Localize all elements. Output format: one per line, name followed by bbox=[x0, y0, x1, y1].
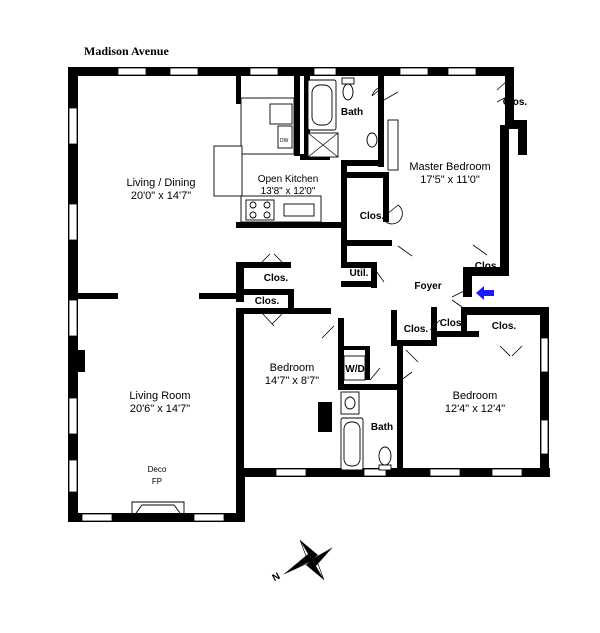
living-dining-dims: 20'0" x 14'7" bbox=[131, 190, 191, 202]
bedroom-3-dims: 12'4" x 12'4" bbox=[445, 403, 505, 415]
entry-arrow-icon bbox=[476, 286, 494, 300]
master-bedroom-dims: 17'5" x 11'0" bbox=[420, 174, 480, 186]
closet-label: Clos. bbox=[264, 273, 289, 284]
closet-label: Clos. bbox=[475, 261, 500, 272]
interior-walls bbox=[78, 67, 479, 476]
foyer-label: Foyer bbox=[414, 281, 441, 292]
living-room-name: Living Room bbox=[129, 390, 190, 402]
compass-rose-icon: N bbox=[271, 539, 333, 584]
closet-label: Clos. bbox=[503, 97, 528, 108]
windows bbox=[68, 67, 549, 522]
closet-label: Clos. bbox=[440, 318, 465, 329]
fireplace-label: Deco bbox=[148, 465, 167, 474]
bedroom-2-name: Bedroom bbox=[270, 362, 315, 374]
bedroom-2-dims: 14'7" x 8'7" bbox=[265, 375, 319, 387]
wd-label: W/D bbox=[345, 364, 364, 375]
living-dining-name: Living / Dining bbox=[126, 177, 195, 189]
column bbox=[78, 350, 85, 372]
street-label: Madison Avenue bbox=[84, 44, 169, 58]
doors bbox=[259, 79, 523, 382]
closet-label: Clos. bbox=[404, 324, 429, 335]
room-labels: Living / Dining 20'0" x 14'7" Open Kitch… bbox=[126, 97, 527, 486]
closet-label: Clos. bbox=[360, 211, 385, 222]
fireplace bbox=[131, 501, 185, 514]
living-room-dims: 20'6" x 14'7" bbox=[130, 403, 190, 415]
master-bedroom-name: Master Bedroom bbox=[409, 161, 490, 173]
svg-text:DW: DW bbox=[280, 138, 289, 144]
compass-north-label: N bbox=[271, 571, 283, 584]
fireplace-label: FP bbox=[152, 477, 162, 486]
closet-label: Clos. bbox=[255, 296, 280, 307]
kitchen-dims: 13'8" x 12'0" bbox=[261, 186, 316, 197]
fixtures: DW bbox=[213, 77, 399, 471]
closet-label: Clos. bbox=[492, 321, 517, 332]
bath-bottom-label: Bath bbox=[371, 422, 393, 433]
bath-top-label: Bath bbox=[341, 107, 363, 118]
kitchen-name: Open Kitchen bbox=[258, 174, 319, 185]
bedroom-3-name: Bedroom bbox=[453, 390, 498, 402]
util-label: Util. bbox=[350, 268, 369, 279]
